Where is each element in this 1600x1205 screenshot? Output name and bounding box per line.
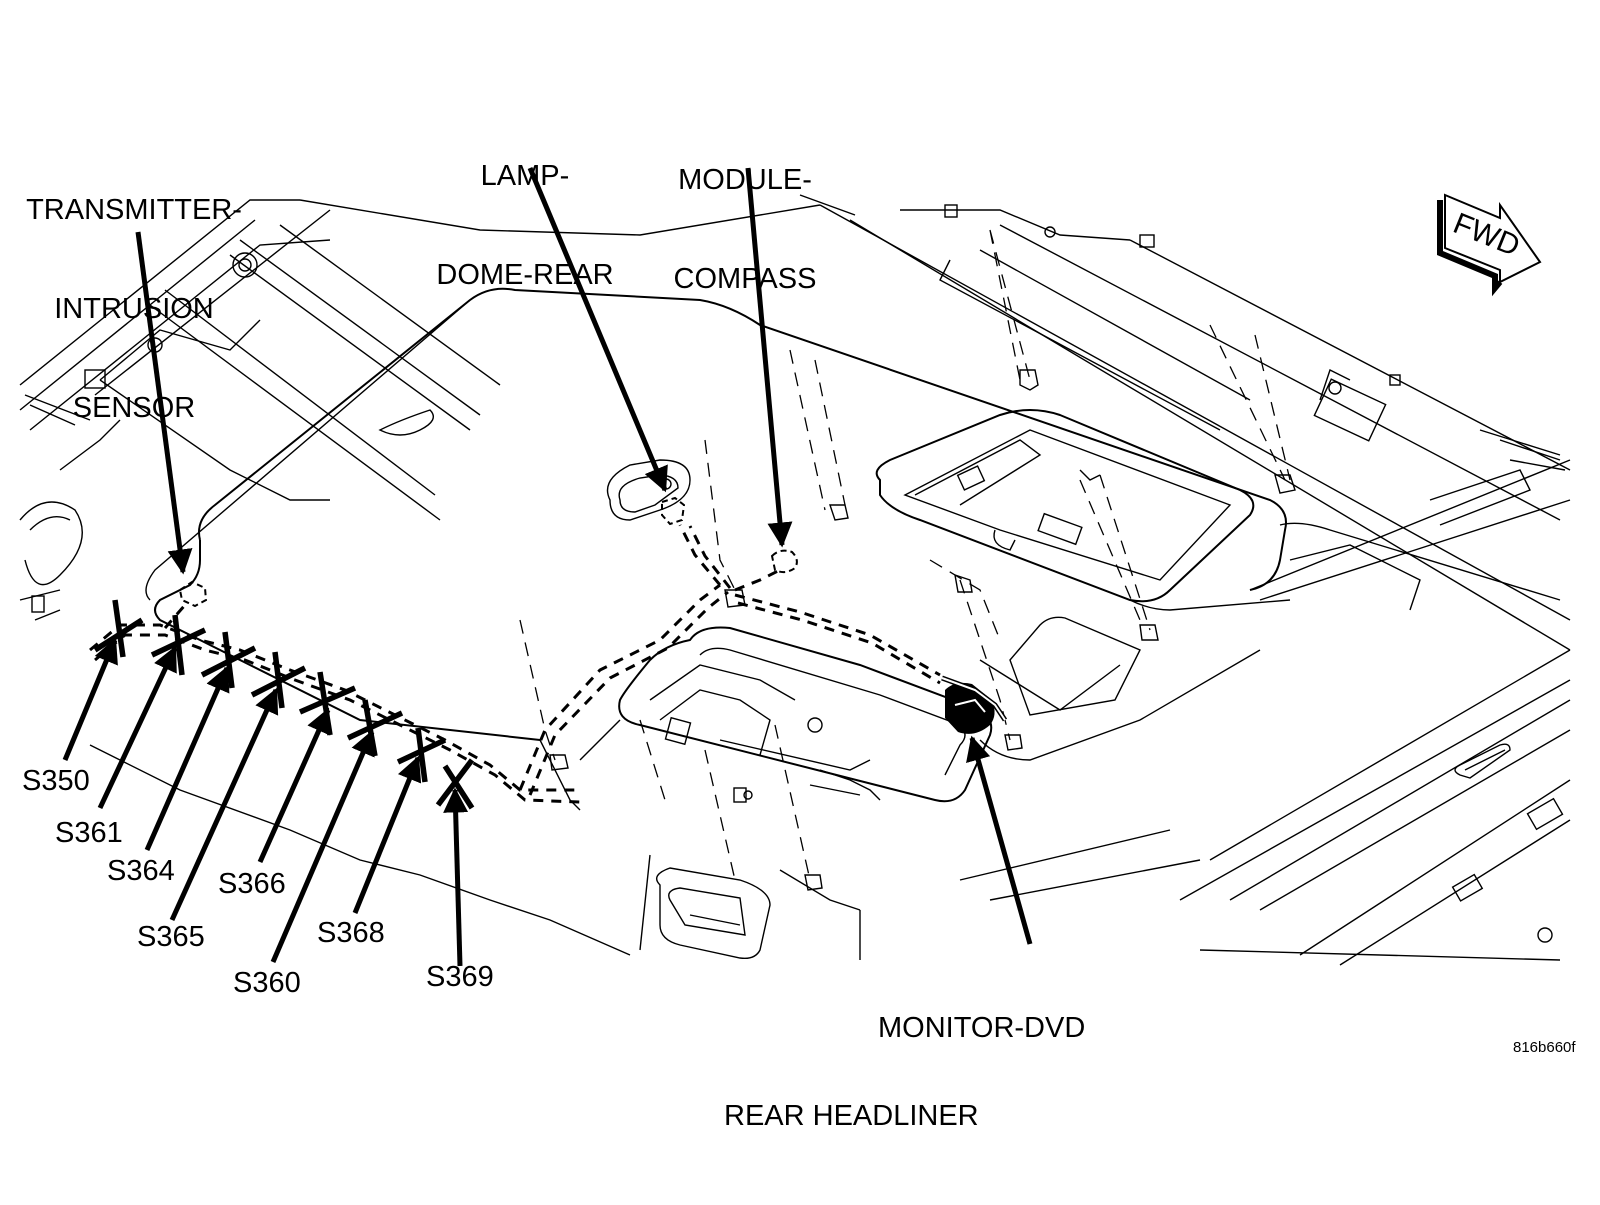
- monitor-connector-icon: [941, 675, 1008, 734]
- leader-lines: [62, 167, 1033, 967]
- label-s350: S350: [22, 765, 90, 797]
- leader-s365: [169, 687, 279, 922]
- splice-x-s350: [93, 599, 144, 658]
- compass-connector-icon: [770, 549, 798, 574]
- label-lamp-dome-rear: LAMP- DOME-REAR: [436, 160, 614, 291]
- label-s368: S368: [317, 917, 385, 949]
- leader-s369: [443, 787, 469, 967]
- label-s366: S366: [218, 868, 286, 900]
- wiring-harness: [89, 524, 941, 804]
- transmitter-connector-icon: [178, 580, 208, 608]
- label-transmitter-intrusion-sensor: TRANSMITTER- INTRUSION SENSOR: [26, 194, 242, 424]
- label-s365: S365: [137, 921, 205, 953]
- figure-id: 816b660f: [1513, 1039, 1576, 1056]
- lamp-connector-icon: [661, 496, 686, 526]
- leader-lamp: [527, 167, 668, 493]
- leader-transmitter: [135, 231, 193, 575]
- splice-x-s365: [298, 671, 357, 736]
- label-s360: S360: [233, 967, 301, 999]
- leader-s360: [270, 729, 375, 963]
- label-s361: S361: [55, 817, 123, 849]
- label-s369: S369: [426, 961, 494, 993]
- label-module-compass: MODULE- COMPASS: [673, 164, 817, 295]
- splice-x-s360: [346, 699, 404, 757]
- leader-s350: [62, 637, 118, 761]
- label-s364: S364: [107, 855, 175, 887]
- body-outline: [19, 194, 1571, 966]
- leader-monitor: [966, 735, 1033, 945]
- leader-s366: [257, 707, 331, 864]
- leader-s368: [352, 755, 422, 914]
- leader-s361: [97, 645, 178, 810]
- figure-caption: REAR HEADLINER: [724, 1100, 979, 1132]
- splice-marks: [93, 599, 475, 810]
- label-monitor-dvd: MONITOR-DVD: [878, 1012, 1086, 1044]
- leader-s364: [144, 665, 230, 852]
- fwd-arrow-icon: FWD: [1437, 193, 1542, 297]
- leader-compass: [745, 167, 793, 548]
